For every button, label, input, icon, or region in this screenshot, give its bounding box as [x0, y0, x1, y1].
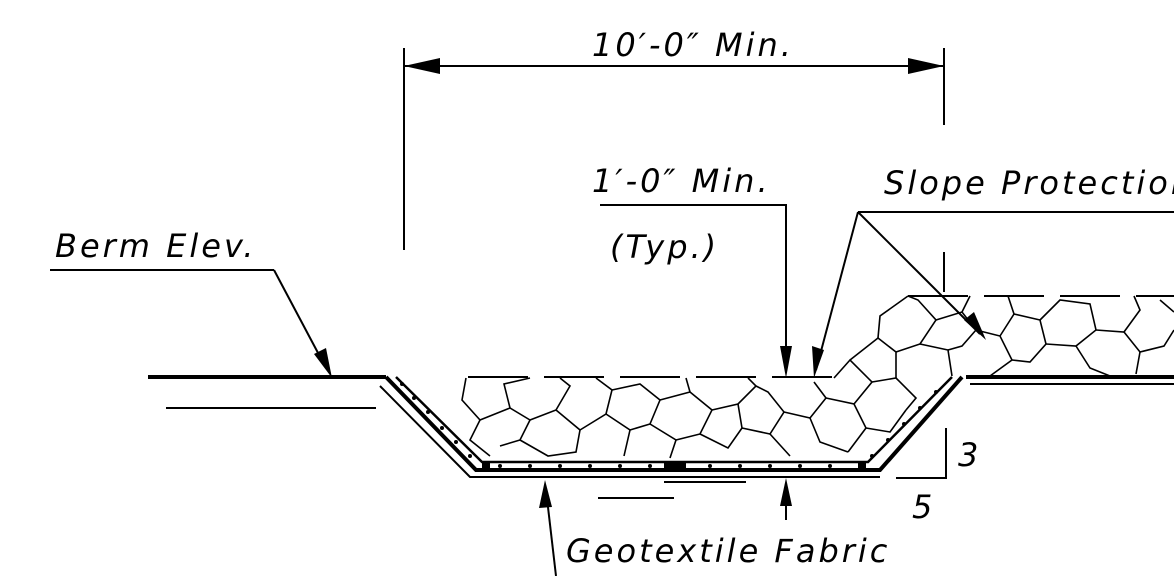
- ground-lines: [148, 375, 1174, 499]
- slope-leader-1: [815, 211, 859, 371]
- thickness-dimension: 1′-0″ Min. (Typ.): [592, 162, 792, 378]
- arrowhead-right: [908, 58, 944, 74]
- trench-section: [379, 375, 964, 478]
- geotextile-arrowhead-2: [780, 478, 792, 506]
- berm-arrowhead: [314, 348, 332, 378]
- trench-outline-outer: [384, 375, 964, 472]
- trench-outline-base: [379, 385, 880, 478]
- berm-elevation-callout: Berm Elev.: [50, 227, 332, 378]
- slope-ratio: 3 5: [896, 428, 981, 526]
- slope-arrowhead-2: [964, 312, 986, 340]
- width-dimension-label: 10′-0″ Min.: [592, 26, 794, 64]
- slope-leader-2: [857, 211, 981, 335]
- slope-run-label: 5: [912, 488, 935, 526]
- thickness-leader: [600, 204, 787, 370]
- riprap-fill: [461, 295, 1174, 459]
- slope-arrowhead-1: [812, 346, 824, 378]
- trench-outline-inner: [395, 376, 953, 464]
- fabric-overlap: [664, 463, 686, 468]
- slope-ratio-triangle: [896, 428, 947, 479]
- geotextile-label: Geotextile Fabric: [566, 532, 890, 570]
- geotextile-arrowhead-1: [539, 480, 552, 508]
- geotextile-callout: Geotextile Fabric: [539, 478, 890, 576]
- thickness-note-label: (Typ.): [610, 228, 719, 266]
- thickness-arrowhead: [780, 346, 792, 378]
- thickness-dimension-label: 1′-0″ Min.: [592, 162, 771, 200]
- slope-protection-callout: Slope Protection: [812, 164, 1174, 378]
- slope-protection-label: Slope Protection: [884, 164, 1174, 202]
- width-dimension: 10′-0″ Min.: [403, 26, 945, 250]
- fabric-end-left: [482, 463, 490, 468]
- slope-rise-label: 3: [958, 436, 981, 474]
- arrowhead-left: [404, 58, 440, 74]
- berm-elevation-label: Berm Elev.: [55, 227, 256, 265]
- geotextile-dots: [400, 382, 938, 468]
- fabric-end-right: [858, 463, 866, 468]
- berm-leader: [273, 269, 327, 369]
